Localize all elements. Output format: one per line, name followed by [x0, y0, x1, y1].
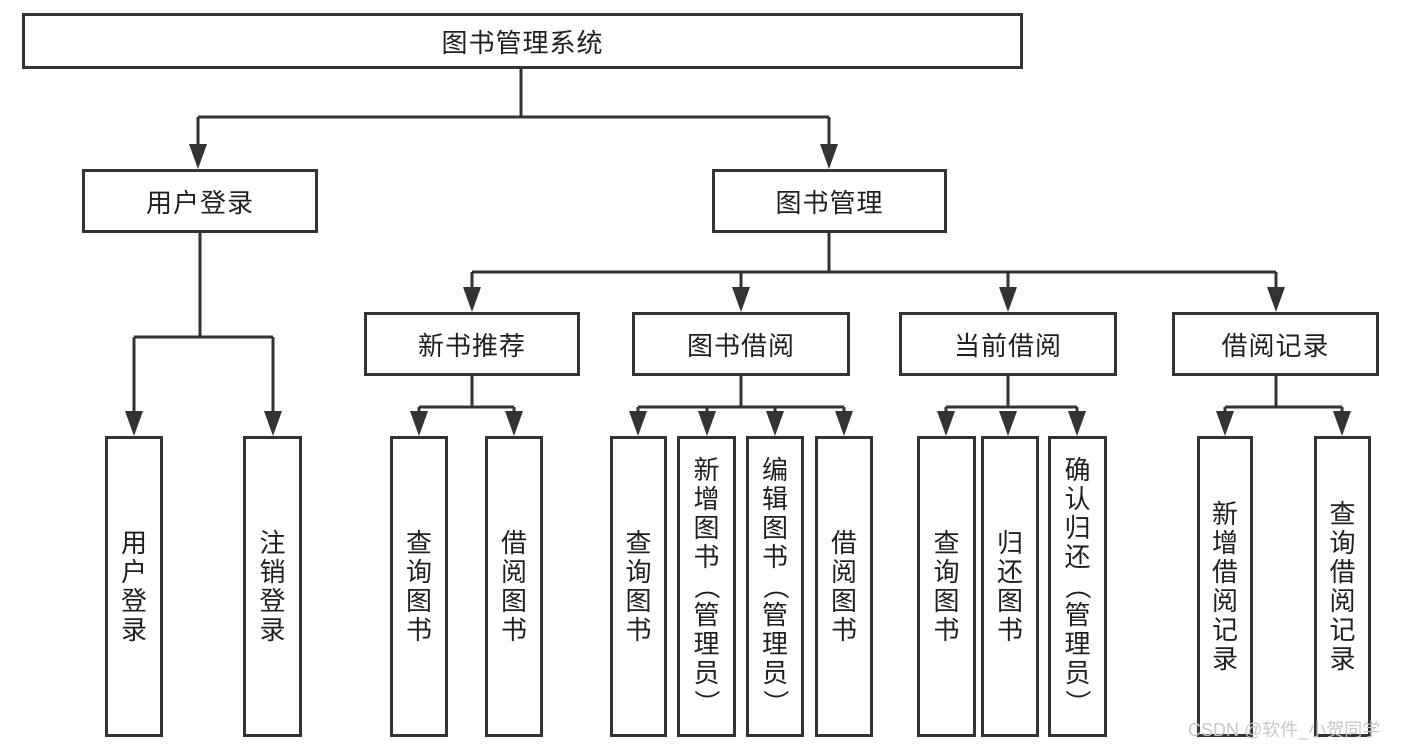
node-new-book-recommend: 新书推荐	[364, 312, 580, 376]
leaf-edit-book-admin: 编辑图书（管理员）	[746, 436, 804, 737]
leaf-user-login: 用户登录	[105, 436, 163, 737]
leaf-borrow-book: 借阅图书	[815, 436, 873, 737]
node-borrow-record: 借阅记录	[1172, 312, 1379, 376]
leaf-query-borrow-record: 查询借阅记录	[1314, 436, 1371, 737]
leaf-logout: 注销登录	[243, 436, 302, 737]
leaf-recommend-borrow-book: 借阅图书	[485, 436, 543, 737]
connectors-borrow	[629, 376, 853, 436]
connectors-current	[937, 376, 1086, 436]
watermark: CSDN @软件_小贺同学	[1188, 720, 1381, 740]
node-book-management: 图书管理	[712, 169, 947, 233]
leaf-add-book-admin: 新增图书（管理员）	[677, 436, 736, 737]
connectors-root	[189, 69, 838, 169]
leaf-recommend-query-book: 查询图书	[390, 436, 448, 737]
leaf-add-borrow-record: 新增借阅记录	[1197, 436, 1253, 737]
connectors-mgmt	[463, 233, 1285, 312]
leaf-current-query-book: 查询图书	[917, 436, 976, 737]
leaf-confirm-return-admin: 确认归还（管理员）	[1048, 436, 1107, 737]
connectors-recommend	[410, 376, 523, 436]
leaf-borrow-query-book: 查询图书	[610, 436, 667, 737]
connectors-login	[125, 233, 282, 436]
connectors-history	[1216, 376, 1351, 436]
node-current-borrow: 当前借阅	[899, 312, 1117, 376]
leaf-return-book: 归还图书	[981, 436, 1039, 737]
node-book-borrow: 图书借阅	[632, 312, 850, 376]
node-system-root: 图书管理系统	[22, 13, 1023, 69]
node-user-login: 用户登录	[82, 169, 318, 233]
